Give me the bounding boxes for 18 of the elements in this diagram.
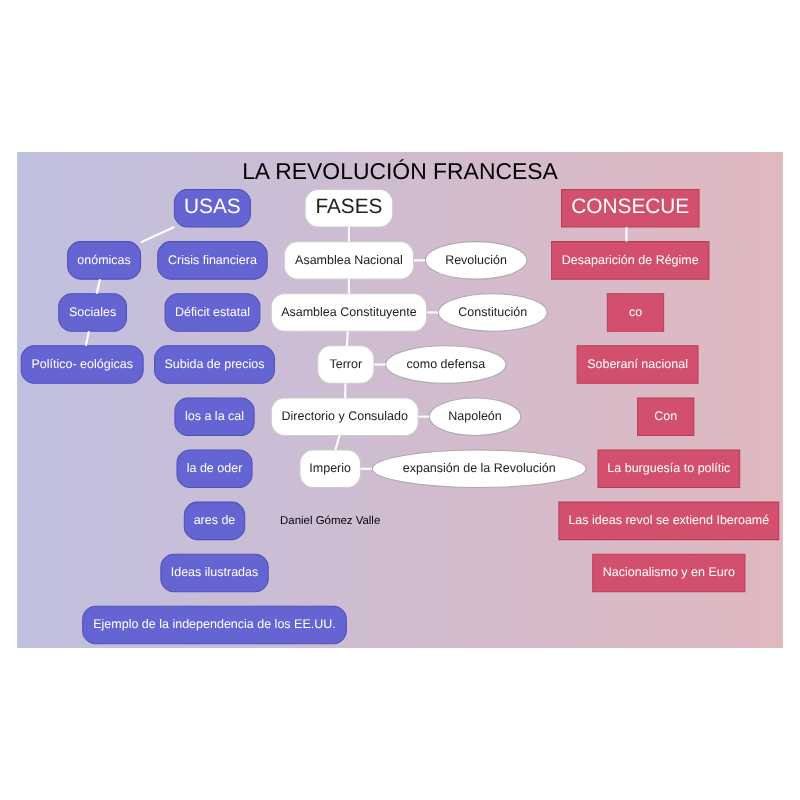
connector	[418, 415, 430, 418]
connector	[347, 279, 350, 294]
connector	[140, 226, 175, 244]
connector	[360, 467, 373, 470]
connector	[344, 383, 347, 398]
connector	[84, 331, 90, 347]
connector	[334, 435, 341, 451]
connector	[414, 259, 426, 262]
connector	[625, 227, 628, 242]
connector	[347, 227, 350, 242]
node-box: USAS	[173, 189, 251, 228]
node-box: FASES	[304, 189, 394, 228]
connector	[345, 331, 349, 346]
connector	[374, 363, 386, 366]
diagram-title: LA REVOLUCIÓN FRANCESA	[242, 160, 558, 185]
connector	[95, 278, 101, 294]
connector	[426, 311, 439, 314]
node-box: CONSECUE	[561, 189, 700, 228]
